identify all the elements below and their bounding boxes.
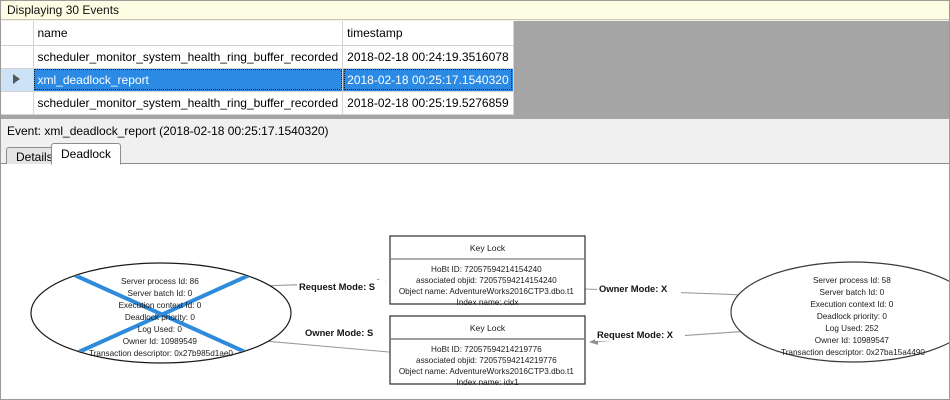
cell-timestamp[interactable]: 2018-02-18 00:25:19.5276859 xyxy=(342,91,514,115)
svg-text:Request Mode: X: Request Mode: X xyxy=(597,329,674,340)
cell-timestamp[interactable]: 2018-02-18 00:24:19.3516078 xyxy=(342,45,514,69)
svg-text:Owner Mode: X: Owner Mode: X xyxy=(599,283,668,294)
row-selector-header xyxy=(1,21,34,46)
event-header-label: Event: xml_deadlock_report (2018-02-18 0… xyxy=(7,124,329,138)
edge-label-left-request: Request Mode: S xyxy=(297,280,385,293)
lock-top-title: Key Lock xyxy=(470,243,506,253)
row-selector-cell[interactable] xyxy=(1,68,34,92)
events-grid-header-row: name timestamp xyxy=(1,21,514,46)
events-count-label: Displaying 30 Events xyxy=(7,3,120,17)
svg-text:Request Mode: S: Request Mode: S xyxy=(299,281,375,292)
lock-bottom-title: Key Lock xyxy=(470,323,506,333)
edge-label-right-owner: Owner Mode: X xyxy=(597,282,681,295)
deadlock-graph-canvas[interactable]: Server process Id: 86 Server batch Id: 0… xyxy=(1,164,949,399)
row-selector-cell[interactable] xyxy=(1,91,34,115)
lock-top-text: HoBt ID: 72057594214154240 associated ob… xyxy=(399,265,576,307)
row-selector-cell[interactable] xyxy=(1,45,34,69)
event-header: Event: xml_deadlock_report (2018-02-18 0… xyxy=(1,121,949,141)
process-node-left[interactable]: Server process Id: 86 Server batch Id: 0… xyxy=(30,262,292,364)
process-node-right[interactable]: Server process Id: 58 Server batch Id: 0… xyxy=(730,261,949,363)
column-header-name[interactable]: name xyxy=(33,21,344,46)
events-count-banner: Displaying 30 Events xyxy=(1,1,949,20)
process-left-text: Server process Id: 86 Server batch Id: 0… xyxy=(89,277,233,358)
svg-text:Owner Mode: S: Owner Mode: S xyxy=(305,327,373,338)
events-grid[interactable]: name timestamp scheduler_monitor_system_… xyxy=(1,21,514,115)
column-header-timestamp[interactable]: timestamp xyxy=(342,21,514,46)
row-selector-arrow-icon xyxy=(13,73,21,84)
table-row[interactable]: scheduler_monitor_system_health_ring_buf… xyxy=(1,45,514,69)
cell-timestamp[interactable]: 2018-02-18 00:25:17.1540320 xyxy=(342,68,514,92)
tab-strip: Details Deadlock xyxy=(1,143,949,165)
cell-name[interactable]: scheduler_monitor_system_health_ring_buf… xyxy=(33,91,344,115)
edge-label-left-owner: Owner Mode: S xyxy=(303,326,387,339)
lock-node-bottom[interactable]: Key Lock HoBt ID: 72057594214219776 asso… xyxy=(389,315,586,387)
table-row-selected[interactable]: xml_deadlock_report 2018-02-18 00:25:17.… xyxy=(1,68,514,92)
deadlock-victim-cross-icon xyxy=(60,267,264,362)
cell-name[interactable]: xml_deadlock_report xyxy=(33,68,344,92)
events-grid-container[interactable]: name timestamp scheduler_monitor_system_… xyxy=(1,21,949,119)
process-right-text: Server process Id: 58 Server batch Id: 0… xyxy=(781,276,925,357)
tab-deadlock[interactable]: Deadlock xyxy=(51,143,122,165)
cell-name[interactable]: scheduler_monitor_system_health_ring_buf… xyxy=(33,45,344,69)
lock-node-top[interactable]: Key Lock HoBt ID: 72057594214154240 asso… xyxy=(389,235,586,307)
table-row[interactable]: scheduler_monitor_system_health_ring_buf… xyxy=(1,91,514,115)
edge-label-right-request: Request Mode: X xyxy=(595,328,685,341)
lock-bottom-text: HoBt ID: 72057594214219776 associated ob… xyxy=(399,345,576,387)
